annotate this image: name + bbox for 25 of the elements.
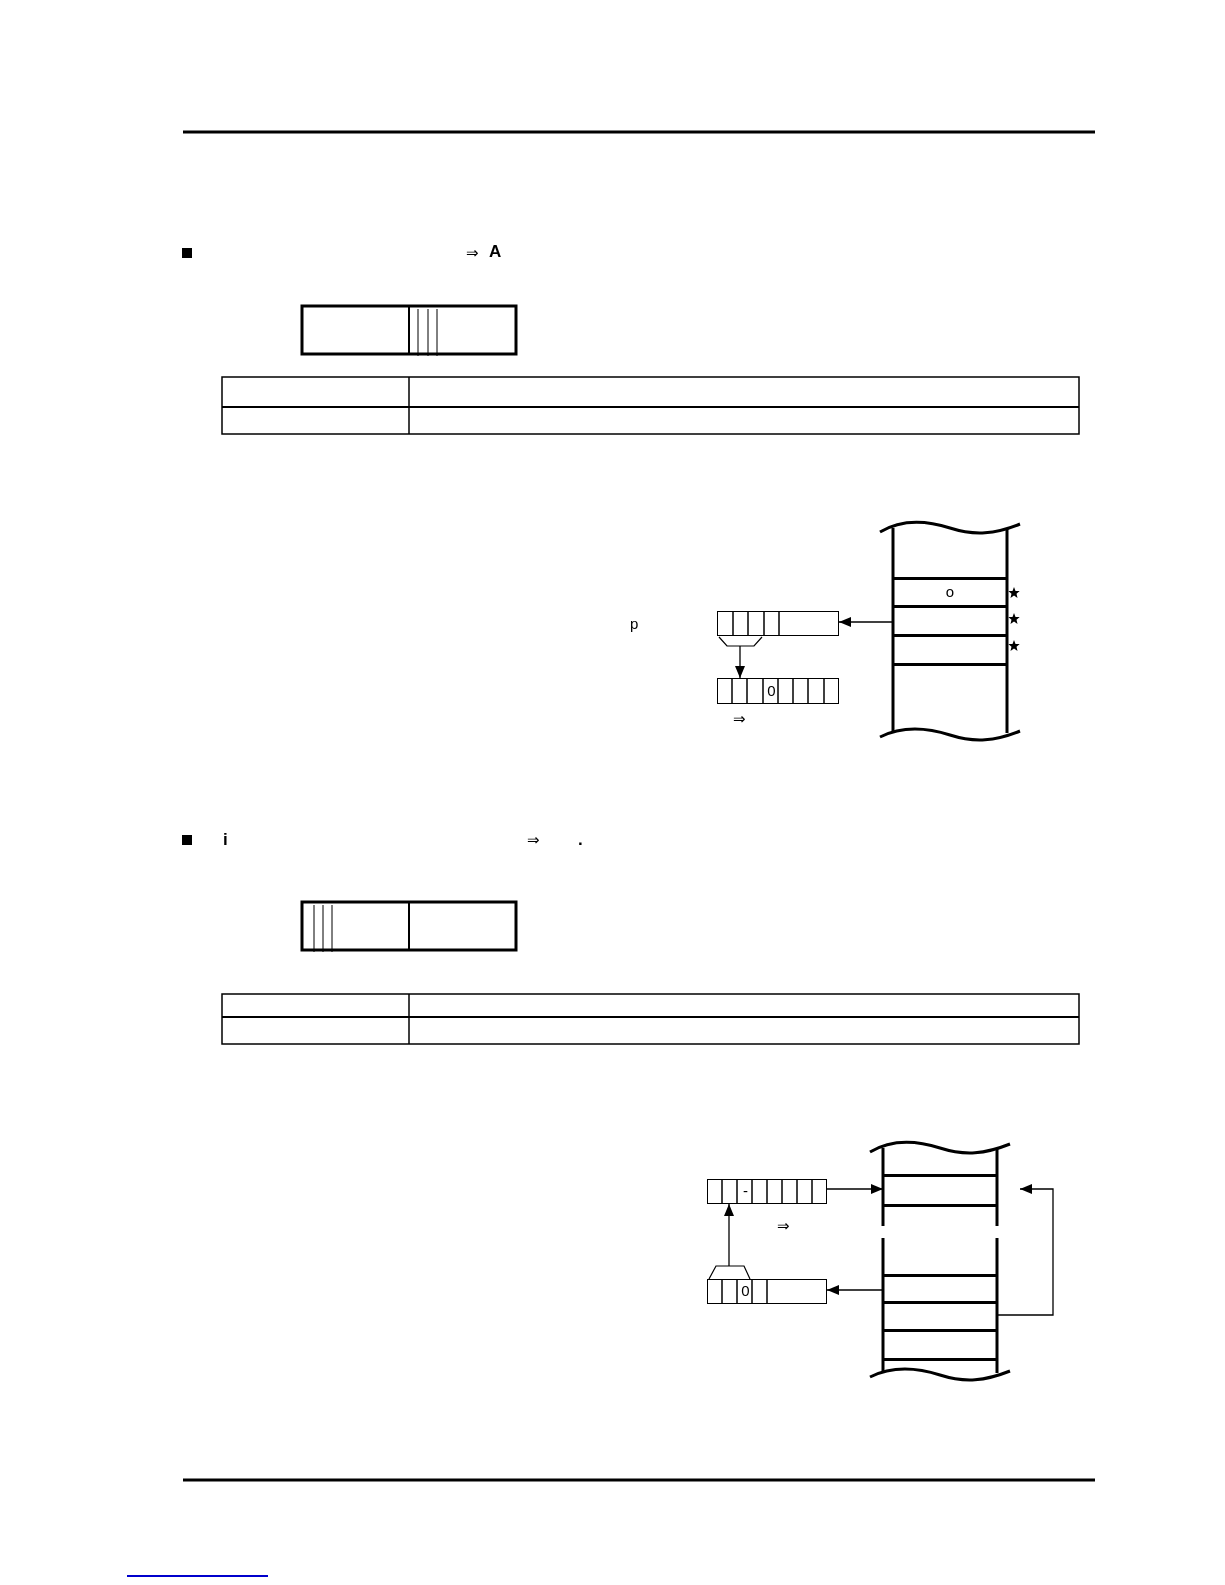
cell-text: o — [944, 583, 956, 601]
label-text: p — [630, 615, 639, 633]
memory-row — [893, 577, 1007, 608]
label-text: ⇒ — [777, 1217, 790, 1235]
register-cells — [717, 678, 839, 704]
label-text: i — [223, 831, 228, 849]
label-text: ⇒ — [733, 710, 746, 728]
arrow — [826, 1285, 885, 1295]
arrow — [825, 1184, 884, 1194]
cell-text: 0 — [740, 1282, 751, 1300]
cell-text: - — [742, 1182, 749, 1200]
register-cells — [707, 1179, 827, 1204]
label-text: ⇒ — [527, 831, 540, 849]
cell-text: 0 — [766, 681, 777, 700]
register-cells — [707, 1279, 827, 1304]
arrow — [735, 645, 745, 679]
arrow — [995, 1184, 1054, 1316]
register-cells — [717, 611, 839, 636]
arrow — [838, 617, 895, 627]
label-text: . — [578, 831, 583, 849]
arrow — [724, 1203, 734, 1267]
memory-row — [883, 1174, 997, 1207]
label-text: ⇒ — [466, 244, 479, 262]
label-text: A — [489, 243, 502, 261]
memory-row — [883, 1274, 997, 1304]
